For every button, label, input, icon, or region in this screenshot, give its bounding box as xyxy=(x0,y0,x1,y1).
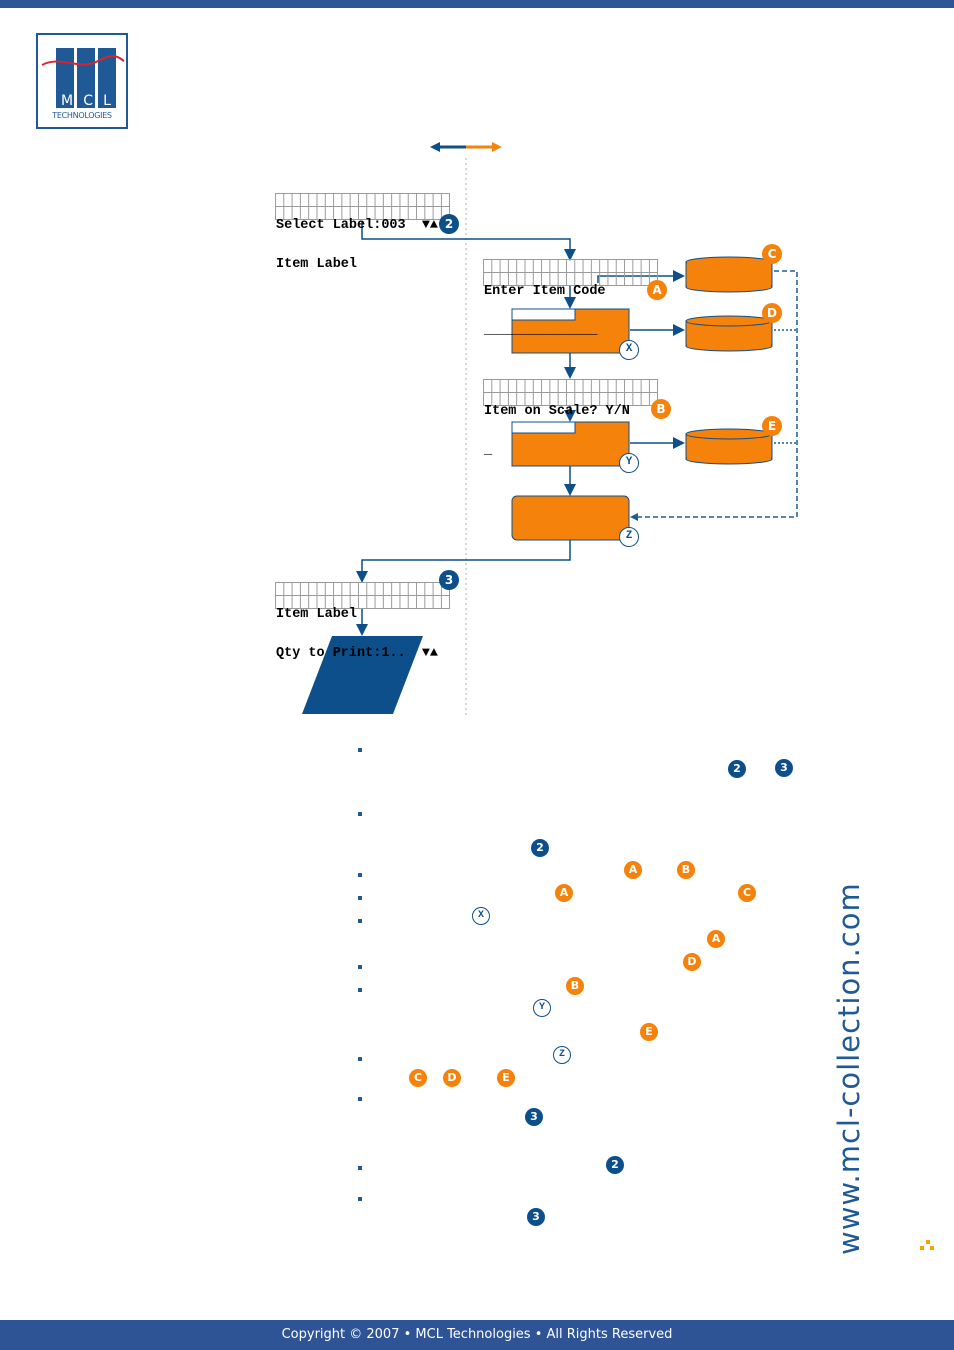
lcd-line: _ xyxy=(484,443,493,458)
note-bullet xyxy=(358,1166,362,1170)
lcd-line: Item Label xyxy=(276,257,358,272)
badge-y: Y xyxy=(619,453,639,473)
logo-wave-icon xyxy=(41,55,125,66)
note-badge: A xyxy=(707,930,725,948)
note-bullet xyxy=(358,1057,362,1061)
note-badge: 2 xyxy=(606,1156,624,1174)
print-output-shape xyxy=(302,636,423,714)
lcd-grid xyxy=(483,379,658,406)
lcd-grid xyxy=(275,582,450,609)
note-badge: Z xyxy=(553,1046,571,1064)
note-badge: B xyxy=(566,977,584,995)
note-badge: D xyxy=(683,953,701,971)
lcd-line: Enter Item Code xyxy=(484,284,606,299)
logo-subtitle: TECHNOLOGIES xyxy=(52,111,112,120)
logo-letter: M xyxy=(61,93,74,109)
process-box-x xyxy=(511,308,630,354)
note-badge: E xyxy=(497,1069,515,1087)
note-badge: C xyxy=(738,884,756,902)
note-bullet xyxy=(358,748,362,752)
badge-b: B xyxy=(651,399,671,419)
side-url-text: www.mcl-collection.com xyxy=(832,882,866,1255)
logo-bar-l xyxy=(98,48,116,108)
note-badge: 3 xyxy=(527,1208,545,1226)
lcd-item-on-scale: Item on Scale? Y/N _ xyxy=(484,379,630,470)
lcd-enter-item-code: Enter Item Code ______________ xyxy=(484,259,606,350)
note-badge: A xyxy=(624,861,642,879)
top-bar xyxy=(0,0,954,8)
step-badge-3: 3 xyxy=(439,570,459,590)
note-bullet xyxy=(358,965,362,969)
note-badge: 2 xyxy=(531,839,549,857)
badge-a: A xyxy=(647,280,667,300)
lcd-line: ______________ xyxy=(484,323,598,338)
footer: Copyright © 2007 • MCL Technologies • Al… xyxy=(0,1320,954,1350)
process-box-y xyxy=(511,421,630,467)
note-badge: C xyxy=(409,1069,427,1087)
note-badge: D xyxy=(443,1069,461,1087)
lcd-line: Qty to Print:1.. ▼▲ xyxy=(276,646,439,661)
lcd-line: Select Label:003 ▼▲ xyxy=(276,218,439,233)
corner-dots-icon xyxy=(920,1240,934,1250)
mcl-logo: M C L TECHNOLOGIES xyxy=(36,33,128,129)
note-badge: B xyxy=(677,861,695,879)
badge-e: E xyxy=(762,416,782,436)
database-c xyxy=(685,256,773,293)
lcd-qty-to-print: Item Label Qty to Print:1.. ▼▲ xyxy=(276,582,438,673)
note-bullet xyxy=(358,919,362,923)
lcd-grid xyxy=(483,259,658,286)
database-d xyxy=(685,315,773,352)
note-bullet xyxy=(358,1097,362,1101)
lcd-line: Item Label xyxy=(276,607,358,622)
lcd-grid xyxy=(275,193,450,220)
side-url: www.mcl-collection.com xyxy=(832,855,882,1255)
note-bullet xyxy=(358,1197,362,1201)
note-badge: 3 xyxy=(525,1108,543,1126)
note-badge: E xyxy=(640,1023,658,1041)
lcd-select-label: Select Label:003 ▼▲ Item Label xyxy=(276,193,438,284)
note-bullet xyxy=(358,812,362,816)
legend-arrow-icon xyxy=(430,142,502,152)
logo-letters: M C L xyxy=(56,93,116,109)
badge-c: C xyxy=(762,244,782,264)
logo-letter: L xyxy=(103,93,111,109)
footer-copyright: Copyright © 2007 • MCL Technologies • Al… xyxy=(281,1327,673,1342)
note-badge: 3 xyxy=(775,759,793,777)
step-badge-2: 2 xyxy=(439,214,459,234)
database-e xyxy=(685,428,773,465)
note-badge: 2 xyxy=(728,760,746,778)
note-bullet xyxy=(358,988,362,992)
lcd-line: Item on Scale? Y/N xyxy=(484,404,630,419)
note-bullet xyxy=(358,873,362,877)
note-badge: Y xyxy=(533,999,551,1017)
note-bullet xyxy=(358,896,362,900)
logo-letter: C xyxy=(83,93,94,109)
badge-d: D xyxy=(762,303,782,323)
badge-x: X xyxy=(619,340,639,360)
note-badge: X xyxy=(472,907,490,925)
process-box-z xyxy=(511,495,630,541)
badge-z: Z xyxy=(619,527,639,547)
note-badge: A xyxy=(555,884,573,902)
